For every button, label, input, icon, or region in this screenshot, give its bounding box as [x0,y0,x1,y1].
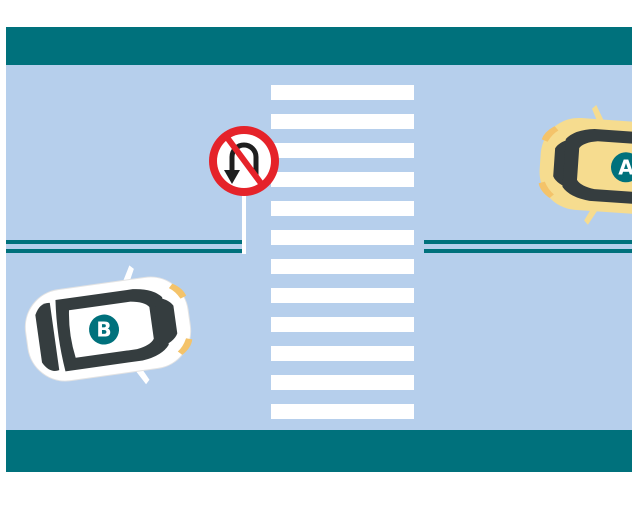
car-a-headlight [538,181,554,199]
crosswalk-stripe [271,259,414,274]
crosswalk-stripe [271,85,414,100]
u-turn-arrow-icon [229,142,259,176]
crosswalk-stripe [271,143,414,158]
crosswalk-stripe [271,346,414,361]
car-b-headlight [177,338,193,355]
crosswalk-stripe [271,317,414,332]
sign-pole [242,188,246,254]
crosswalk-stripe [271,114,414,129]
car-b: B [24,265,193,385]
arrow-head-icon [224,170,240,184]
crosswalk-stripe [271,404,414,419]
car-a-label: A [618,155,634,179]
bottom-curb [6,430,632,472]
prohibition-slash [223,133,266,189]
crosswalk-stripe [271,201,414,216]
car-b-headlight [168,283,187,299]
car-a: A [538,105,634,225]
top-curb [6,27,632,65]
center-divider-right [424,240,632,253]
car-b-roof [55,289,169,372]
car-b-badge [89,314,120,345]
car-b-rear-window [35,302,60,371]
crosswalk [271,85,414,419]
crosswalk-stripe [271,288,414,303]
crosswalk-stripe [271,375,414,390]
no-u-turn-sign-icon [209,126,279,196]
crosswalk-stripe [271,172,414,187]
car-b-windshield [151,296,178,349]
car-a-roof [562,128,632,207]
center-divider-left [6,240,244,253]
car-a-headlight [541,126,559,142]
car-a-badge [610,152,632,183]
car-b-label: B [96,318,111,342]
crosswalk-stripe [271,230,414,245]
